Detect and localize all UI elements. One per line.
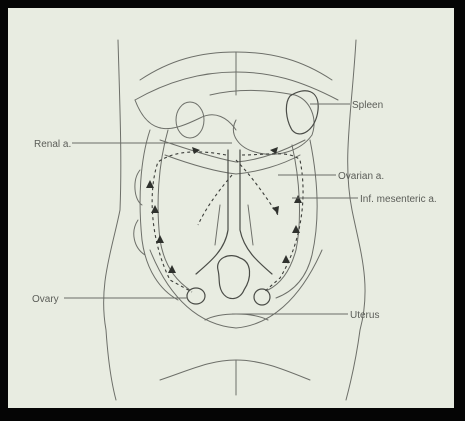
spleen-label: Spleen: [352, 100, 383, 111]
arrow-icon: [168, 265, 176, 273]
uterus-label: Uterus: [350, 310, 379, 321]
arrow-icon: [156, 235, 164, 243]
inf-mesenteric-artery-label: Inf. mesenteric a.: [360, 194, 437, 205]
ovary-label: Ovary: [32, 294, 59, 305]
flow-arrows: [146, 147, 302, 273]
arrow-icon: [272, 206, 279, 214]
transverse-colon: [160, 140, 305, 174]
left-ovary-shape: [187, 288, 205, 304]
ribcage-outline: [135, 52, 338, 100]
right-ovary-shape: [254, 289, 270, 305]
ovarian-artery-label: Ovarian a.: [338, 171, 384, 182]
leader-lines: [64, 104, 358, 314]
uterus-shape: [205, 256, 268, 320]
renal-artery-label: Renal a.: [34, 139, 71, 150]
arrow-icon: [192, 147, 200, 154]
arrow-icon: [282, 255, 290, 263]
arrow-icon: [294, 195, 302, 203]
liver-stomach: [135, 90, 314, 154]
